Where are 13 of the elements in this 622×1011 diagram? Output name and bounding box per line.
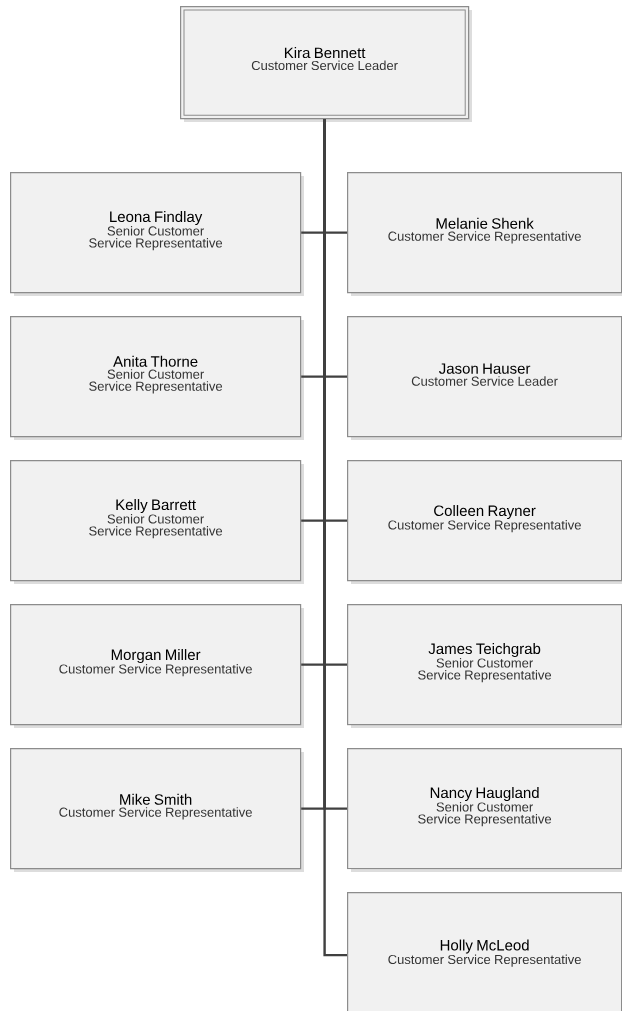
person-box: James Teichgrab Senior Customer Service Representative: [347, 604, 622, 728]
person-box: Morgan Miller Customer Service Representative: [10, 604, 304, 728]
person-box: Colleen Rayner Customer Service Representative: [347, 460, 622, 584]
person-box: Kelly Barrett Senior Customer Service Representative: [10, 460, 304, 584]
person-box: Anita Thorne Senior Customer Service Representative: [10, 316, 304, 440]
person-box: Mike Smith Customer Service Representative: [10, 748, 304, 872]
person-box: Melanie Shenk Customer Service Representative: [347, 172, 622, 296]
person-box: Holly McLeod Customer Service Representative: [347, 892, 622, 1011]
leader-box: Kira Bennett Customer Service Leader: [180, 6, 472, 122]
person-box: Nancy Haugland Senior Customer Service Representative: [347, 748, 622, 872]
person-box: Jason Hauser Customer Service Leader: [347, 316, 622, 440]
connector-line: [323, 119, 347, 957]
person-box: Leona Findlay Senior Customer Service Representative: [10, 172, 304, 296]
